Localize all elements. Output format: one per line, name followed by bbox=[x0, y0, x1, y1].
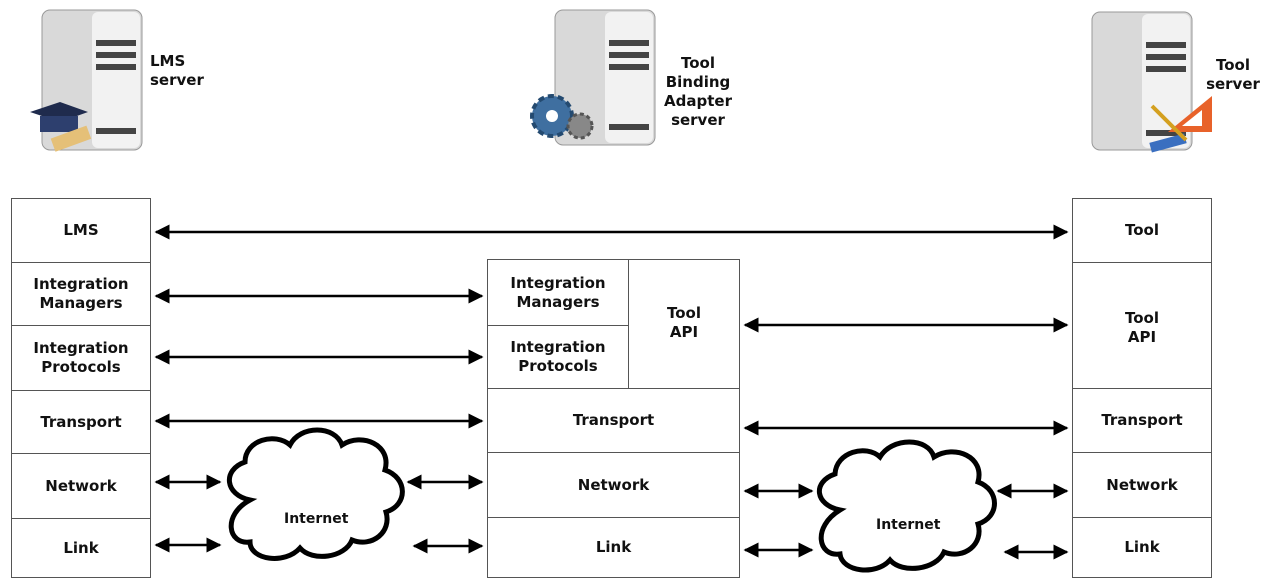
adapter-layer-link: Link bbox=[487, 517, 740, 578]
internet-cloud-right-label: Internet bbox=[876, 517, 941, 533]
tool-server-icon bbox=[1091, 11, 1212, 153]
lms-layer-network: Network bbox=[11, 453, 151, 519]
lms-server-icon bbox=[30, 9, 143, 152]
internet-cloud-right-icon bbox=[816, 439, 997, 573]
adapter-server-label: Tool Binding Adapter server bbox=[664, 54, 732, 129]
tool-server-label: Tool server bbox=[1206, 56, 1260, 93]
lms-layer-link: Link bbox=[11, 518, 151, 578]
lms-layer-transport: Transport bbox=[11, 390, 151, 454]
tool-layer-tool: Tool bbox=[1072, 198, 1212, 263]
tool-layer-network: Network bbox=[1072, 452, 1212, 518]
adapter-layer-integration-protocols: Integration Protocols bbox=[487, 325, 629, 389]
tool-layer-transport: Transport bbox=[1072, 388, 1212, 453]
lms-layer-integration-managers: Integration Managers bbox=[11, 262, 151, 326]
tool-layer-link: Link bbox=[1072, 517, 1212, 578]
adapter-layer-transport: Transport bbox=[487, 388, 740, 453]
adapter-server-icon bbox=[530, 9, 656, 146]
tool-layer-tool-api: Tool API bbox=[1072, 262, 1212, 389]
internet-cloud-left-label: Internet bbox=[284, 511, 349, 527]
lms-layer-lms: LMS bbox=[11, 198, 151, 263]
internet-cloud-left-icon bbox=[226, 427, 405, 561]
adapter-layer-integration-managers: Integration Managers bbox=[487, 259, 629, 326]
adapter-layer-tool-api: Tool API bbox=[628, 259, 740, 389]
lms-server-label: LMS server bbox=[150, 52, 204, 89]
lms-layer-integration-protocols: Integration Protocols bbox=[11, 325, 151, 391]
